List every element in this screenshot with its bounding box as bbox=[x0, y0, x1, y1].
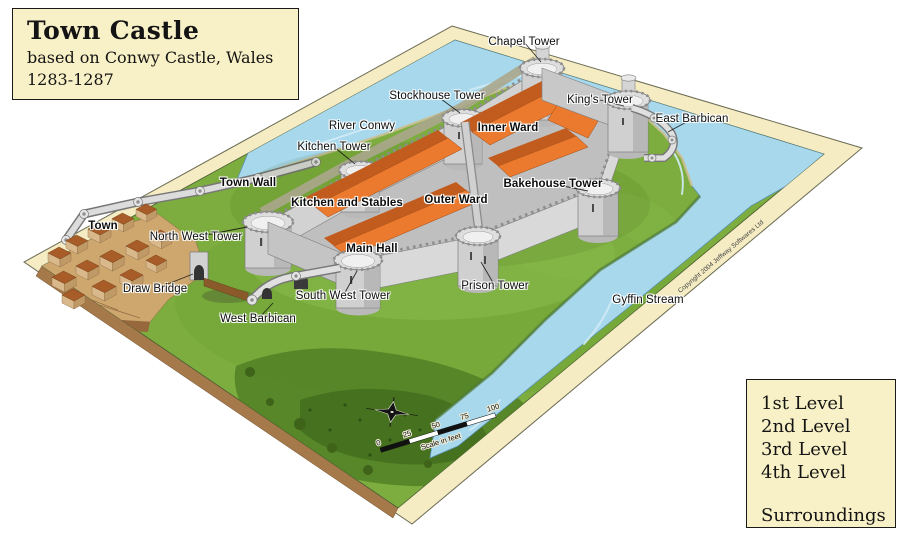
tower-south-west bbox=[332, 248, 384, 316]
legend-item-3rd-level: 3rd Level bbox=[761, 439, 848, 460]
scale-tick: 0 bbox=[375, 438, 382, 448]
castle-rock-base bbox=[259, 56, 539, 216]
legend-item-surroundings: Surroundings bbox=[761, 505, 886, 526]
tower-bakehouse bbox=[574, 177, 622, 243]
scale-tick: 25 bbox=[402, 428, 413, 439]
town-area bbox=[47, 157, 321, 310]
legend-item-2nd-level: 2nd Level bbox=[761, 416, 851, 437]
legend-item-1st-level: 1st Level bbox=[761, 393, 844, 414]
east-barbican bbox=[630, 104, 678, 163]
compass-rose bbox=[366, 397, 418, 427]
castle bbox=[230, 42, 652, 316]
scale-tick: 50 bbox=[430, 420, 441, 431]
label-leader-lines bbox=[154, 41, 693, 320]
tower-prison bbox=[454, 225, 502, 293]
title-dates: 1283-1287 bbox=[27, 70, 114, 89]
roof-kitchen-and-stables bbox=[304, 130, 463, 218]
title-subtitle: based on Conwy Castle, Wales bbox=[27, 48, 274, 67]
draw-bridge bbox=[189, 251, 249, 302]
legend-box: 1st Level 2nd Level 3rd Level 4th Level … bbox=[746, 379, 896, 528]
scale-tick: 75 bbox=[459, 411, 470, 422]
trees bbox=[245, 367, 432, 475]
west-barbican bbox=[246, 263, 341, 306]
page-title: Town Castle bbox=[27, 16, 200, 45]
legend-item-4th-level: 4th Level bbox=[761, 462, 847, 483]
title-box: Town Castle based on Conwy Castle, Wales… bbox=[12, 8, 299, 100]
